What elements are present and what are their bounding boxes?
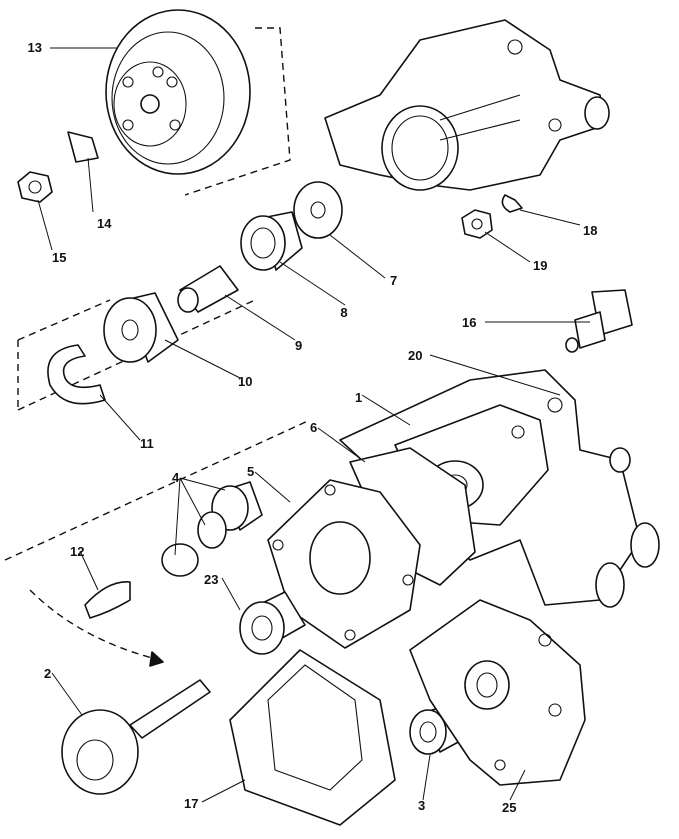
bearing-outer-part [103,292,179,363]
callout-7: 7 [390,273,397,288]
callout-16: 16 [462,315,476,330]
cover-plate-part [409,599,586,786]
callout-5: 5 [247,464,254,479]
callout-18: 18 [583,223,597,238]
back-plate-part [267,479,421,649]
callout-20: 20 [408,348,422,363]
small-nut-part [461,209,493,239]
callout-25: 25 [502,800,516,815]
callout-11: 11 [140,436,154,451]
lower-gasket-part [229,649,396,826]
pulley-group-boundary [184,27,291,196]
callout-23: 23 [204,572,218,587]
callout-9: 9 [295,338,302,353]
callout-6: 6 [310,420,317,435]
callout-2: 2 [44,666,51,681]
callout-3: 3 [418,798,425,813]
pulley-part [105,9,251,175]
callout-19: 19 [533,258,547,273]
pump-housing-part [324,19,610,191]
lock-washer-part [67,131,99,163]
lower-dashed-divider [4,419,311,561]
callout-8: 8 [340,305,347,320]
callout-13: 13 [28,40,42,55]
callout-15: 15 [52,250,66,265]
woodruff-key-part [84,581,131,619]
assembly-direction-arrow [29,589,161,661]
callout-17: 17 [184,796,198,811]
callout-12: 12 [70,544,84,559]
bearing-group-boundary [17,299,256,411]
clip-part [501,194,523,213]
leader-lines [37,47,590,803]
callout-14: 14 [97,216,112,231]
bearing-part [240,211,303,271]
callout-10: 10 [238,374,252,389]
callout-4: 4 [172,470,180,485]
impeller-shaft-part [61,679,211,795]
main-body-part [339,369,660,608]
temperature-sensor-part [565,289,633,353]
seal-assembly-part [161,481,263,577]
nut-part [17,171,53,203]
callout-1: 1 [355,390,362,405]
arrow-head [149,651,164,667]
seal-ring-part [293,181,343,239]
shaft-seal-part [239,591,306,655]
spacer-sleeve-part [177,265,239,313]
